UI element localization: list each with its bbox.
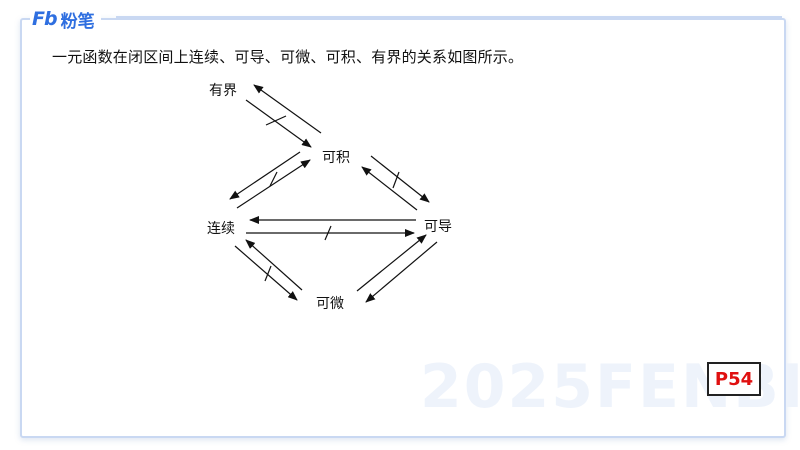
header-rule xyxy=(116,16,782,19)
brand-logo: Fb 粉笔 xyxy=(30,8,101,32)
arrow-integrable-to-continuous xyxy=(229,151,301,200)
node-microdifferentiable: 可微 xyxy=(316,296,344,312)
node-integrable: 可积 xyxy=(322,150,350,166)
arrow-differentiable-to-integrable xyxy=(361,166,418,211)
arrow-continuous-to-micro xyxy=(234,245,298,301)
arrow-integrable-to-bounded xyxy=(253,84,322,134)
node-continuous: 连续 xyxy=(207,220,235,237)
negation-slash xyxy=(392,171,400,189)
arrow-micro-to-continuous xyxy=(245,239,303,291)
slide-frame xyxy=(20,18,786,438)
negation-slash xyxy=(265,115,287,126)
node-differentiable: 可导 xyxy=(424,219,452,235)
arrow-integrable-to-differentiable xyxy=(370,155,430,203)
logo-mark: Fb xyxy=(32,8,58,30)
statement-text: 一元函数在闭区间上连续、可导、可微、可积、有界的关系如图所示。 xyxy=(52,48,524,66)
negation-slash xyxy=(264,265,272,282)
node-bounded: 有界 xyxy=(209,83,237,99)
negation-slash xyxy=(269,171,278,187)
arrow-continuous-to-integrable xyxy=(236,159,311,209)
logo-text: 粉笔 xyxy=(60,11,95,32)
arrow-differentiable-to-micro xyxy=(365,241,438,303)
arrow-micro-to-differentiable xyxy=(356,234,427,292)
page-label: P54 xyxy=(707,362,761,396)
negation-slash xyxy=(324,225,332,241)
arrow-bounded-to-integrable xyxy=(245,99,312,148)
